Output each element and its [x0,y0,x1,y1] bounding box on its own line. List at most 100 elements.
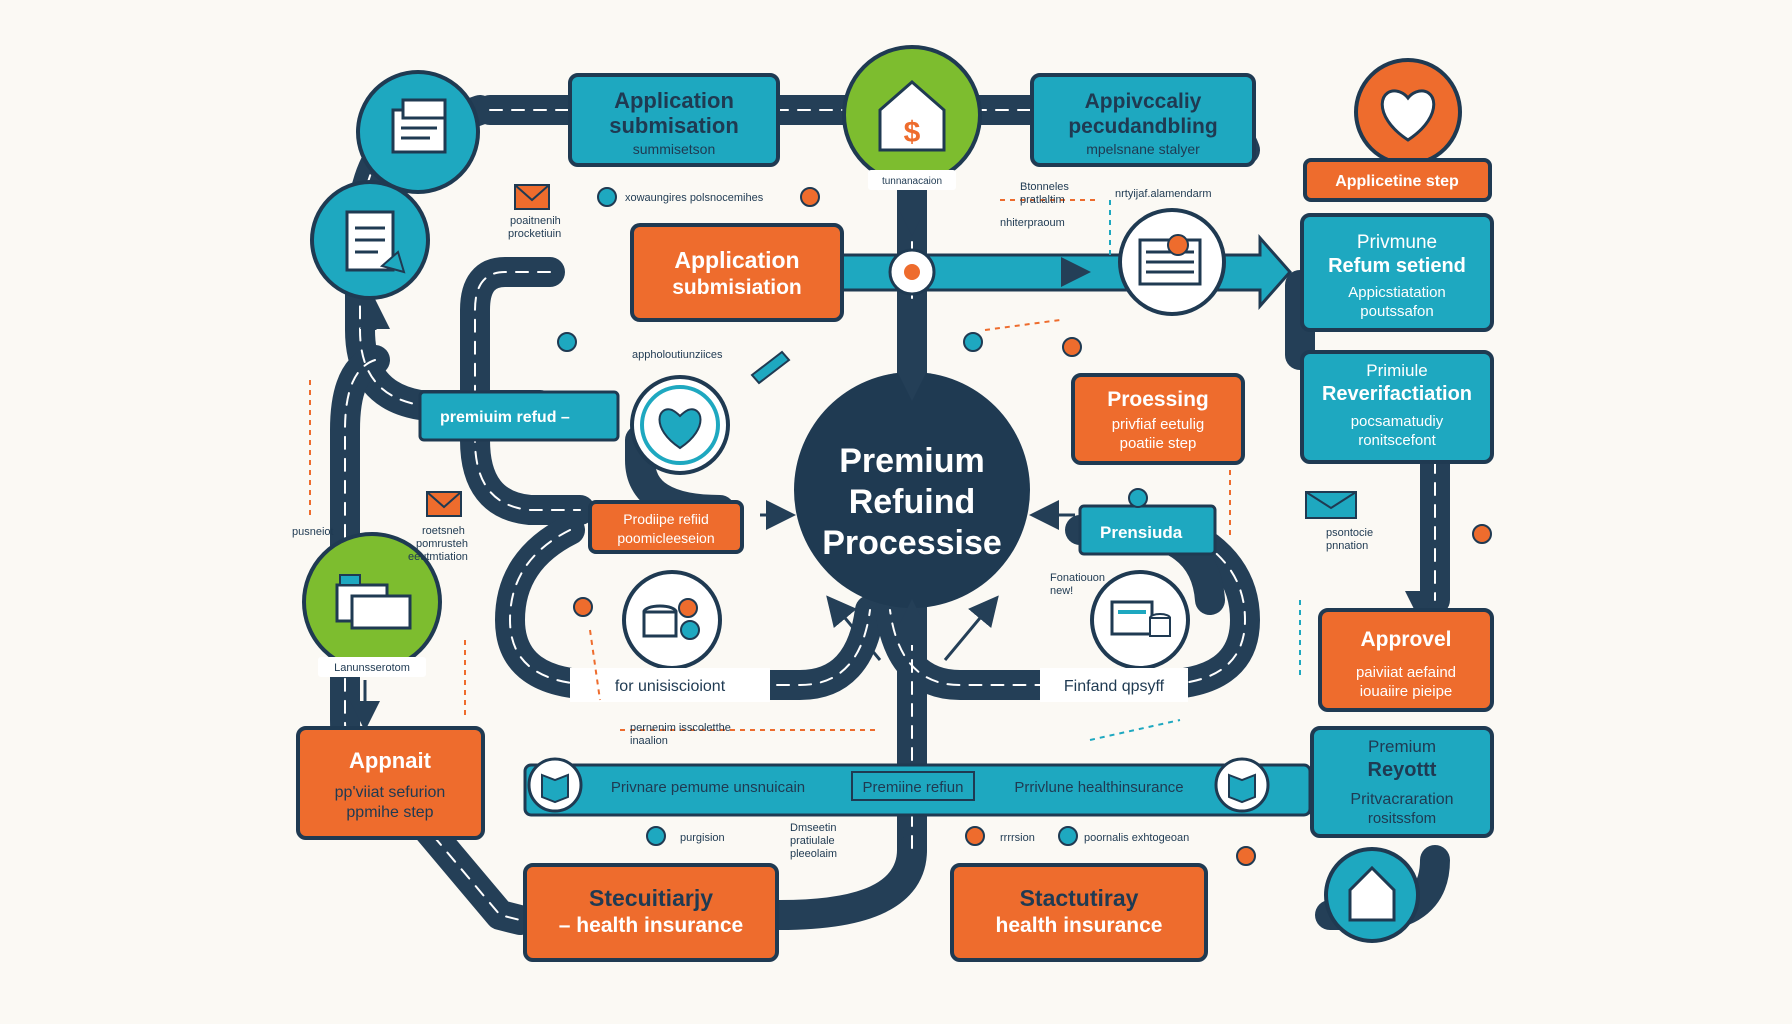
road-label-premium-refud: premiuim refud – [440,409,570,426]
box-subtitle: poomicleeseion [617,530,714,546]
box-subtitle: Pritvacraration [1350,791,1453,808]
circle-label-left-green: Lanunsserotom [334,662,410,674]
annotation: pernenim isscoletthe [630,722,731,734]
road-label-prensiuda: Prensiuda [1100,523,1183,542]
box-subtitle: privfiaf eetulig [1112,416,1205,433]
envelope-2 [426,491,462,517]
annotation: purgision [680,832,725,844]
bottom-right-book [1214,757,1270,813]
box-processing: Proessing privfiaf eetulig poatiie step [1071,373,1245,465]
box-title: Reverifactiation [1322,383,1472,405]
box-title: submisiation [672,276,802,299]
box-title: Premium [1368,737,1436,756]
box-title: Appivccaliy [1085,90,1202,113]
annotation: Fonatiouon [1050,572,1105,584]
envelope-icon [514,184,550,202]
box-subtitle: paiviiat aefaind [1356,664,1456,681]
annotation: new! [1050,585,1073,597]
box-title: pecudandbling [1068,115,1217,138]
top-right-heart-circle [1354,58,1462,166]
annotation: pomrusteh [416,538,468,550]
box-premium-report: Premium Reyottt Pritvacraration rositssf… [1310,726,1494,838]
box-subtitle: mpelsnane stalyer [1086,141,1200,157]
annotation: Dmseetin [790,822,836,834]
box-statutory-health-insurance-left: Stecuitiarjy – health insurance [523,863,779,962]
box-subtitle: iouaiire pieipe [1360,683,1453,700]
pencil-icon [750,350,791,385]
box-title: Stecuitiarjy [589,885,713,911]
box-statutory-health-insurance-right: Stactutiray health insurance [950,863,1208,962]
road-label-group: for unisiscioiont Finfand qpsyff Privnar… [570,668,1188,801]
tag-label: Applicetine step [1335,173,1459,190]
left-green-folders-circle: Lanunsserotom [302,532,442,677]
box-subtitle: poatiie step [1120,435,1197,452]
premium-refud-tag: premiuim refud – [418,390,620,442]
mid-right-papers-circle [1118,208,1226,316]
annotation: pleeolaim [790,848,837,860]
stacked-papers-icon [1138,234,1202,286]
annotation: roetsneh [422,525,465,537]
road-label-loop-right: Finfand qpsyff [1064,678,1165,695]
box-subtitle: poutssafon [1360,303,1433,320]
road-label-bottom-1: Privnare pemume unsnuicain [611,779,805,796]
box-subtitle: summisetson [633,141,715,157]
box-title: Prodiipe refiid [623,511,709,527]
annotations: xowaungires polsnocemihes poaitnenih pro… [292,181,1373,860]
box-subtitle: pp'viiat sefurion [335,784,446,801]
road-label-loop-left: for unisiscioiont [615,678,726,695]
box-title: Application [674,247,799,273]
envelope-3 [1305,491,1357,519]
coins-database-icon [642,598,700,640]
road-label-bottom-3: Prrivlune healthinsurance [1014,779,1183,796]
annotation: Btonneles [1020,181,1069,193]
annotation: appholoutiunziices [632,349,723,361]
annotation: inaalion [630,735,668,747]
annotation: poaitnenih [510,215,561,227]
folders-icon [335,574,412,630]
circle-label-top-green: tunnanacaion [882,176,942,187]
box-procedure-refund: Prodiipe refiid poomicleeseion [588,500,744,554]
annotation: pratlaltim [1020,194,1065,206]
box-subtitle: Appicstiatation [1348,284,1446,301]
junction-dot [904,264,920,280]
road-label-bottom-2: Premiine refiun [863,779,964,796]
dashed-connectors [309,199,1301,741]
annotation: pnnation [1326,540,1368,552]
box-title: Approvel [1360,628,1451,651]
box-refund-setting: Privmune Refum setiend Appicstiatation p… [1300,213,1494,332]
center-hub: Premium Refuind Processise [794,372,1030,608]
mid-heart-circle [630,375,730,475]
top-center-house-circle: $ tunnanacaion [842,45,982,190]
top-left-document-circle [356,70,480,194]
database-document-icon [1110,600,1171,637]
box-application-handling-top: Appivccaliy pecudandbling mpelsnane stal… [1030,73,1256,167]
center-title-line3: Processise [822,524,1002,562]
box-subtitle: ronitscefont [1358,432,1436,449]
box-appnait: Appnait pp'viiat sefurion ppmihe step [296,726,485,840]
annotation: nhiterpraoum [1000,217,1065,229]
annotation: nrtyijaf.alamendarm [1115,188,1212,200]
document-icon [391,98,447,154]
box-application-submission-mid: Application submisiation [630,223,844,322]
box-subtitle: pocsamatudiy [1351,413,1444,430]
annotation: procketiuin [508,228,561,240]
box-title: Reyottt [1368,759,1437,781]
box-title: Appnait [349,748,432,773]
svg-text:$: $ [904,116,921,149]
loop-right-database-circle [1090,570,1190,670]
prensiuda-tag: Prensiuda [1078,504,1217,556]
box-title: Application [614,88,734,113]
box-title: Privmune [1357,232,1437,253]
box-subtitle: rositssfom [1368,810,1436,827]
annotation: pratiulale [790,835,835,847]
envelope-icon [426,491,462,509]
box-subtitle: health insurance [996,914,1163,937]
loop-left-coins-circle [622,570,722,670]
box-application-step-tag: Applicetine step [1303,158,1492,202]
center-title-line1: Premium [839,442,985,480]
box-reverification: Primiule Reverifactiation pocsamatudiy r… [1300,350,1494,464]
envelope-icon [1305,491,1357,510]
house-badge-icon [1348,865,1396,922]
annotation: eeutmtiation [408,551,468,563]
